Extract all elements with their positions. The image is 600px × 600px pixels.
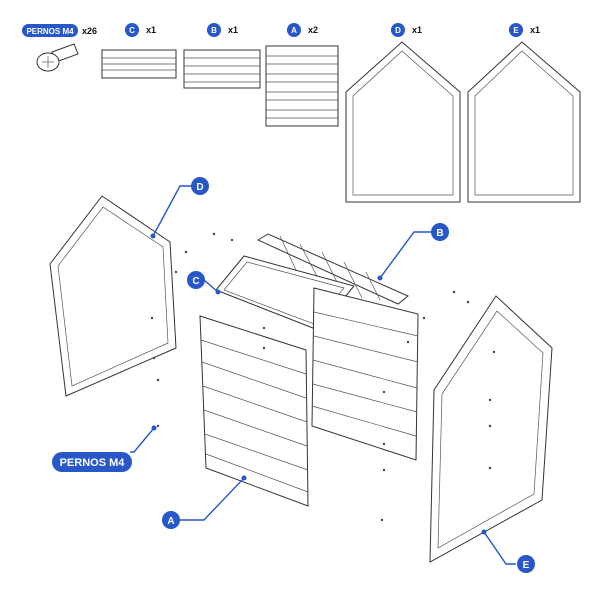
callout-a: A xyxy=(162,475,247,529)
parts-legend: PERNOS M4 x26 C x1 B x1 xyxy=(22,23,581,203)
bolts-label: PERNOS M4 xyxy=(26,27,74,36)
front-slat-panel xyxy=(199,315,309,507)
qty-a: x2 xyxy=(308,25,318,35)
qty-e: x1 xyxy=(530,25,540,35)
svg-text:C: C xyxy=(129,26,135,35)
legend-part-b: B x1 xyxy=(183,23,261,89)
callout-bolts: PERNOS M4 xyxy=(52,425,157,472)
right-house-panel xyxy=(429,295,553,563)
callouts: D B C PERNOS M4 A xyxy=(52,177,535,573)
callout-e: E xyxy=(481,529,535,573)
svg-text:A: A xyxy=(291,26,297,35)
qty-b: x1 xyxy=(228,25,238,35)
bolts-legend: PERNOS M4 x26 xyxy=(22,24,97,72)
badge-d xyxy=(391,23,405,37)
legend-part-d: D x1 xyxy=(345,23,461,203)
bolts-badge xyxy=(22,24,78,37)
legend-part-c: C x1 xyxy=(101,23,177,79)
bolt-icon xyxy=(36,43,79,72)
top-slat-panel xyxy=(256,233,409,305)
badge-c xyxy=(125,23,139,37)
left-house-panel xyxy=(49,195,177,397)
bolts-qty: x26 xyxy=(82,26,97,36)
qty-c: x1 xyxy=(146,25,156,35)
back-slat-panel xyxy=(311,287,419,461)
svg-text:D: D xyxy=(196,182,203,193)
svg-text:PERNOS M4: PERNOS M4 xyxy=(60,457,126,469)
bolt-markers xyxy=(150,232,496,522)
qty-d: x1 xyxy=(412,25,422,35)
svg-text:D: D xyxy=(395,26,401,35)
svg-text:A: A xyxy=(167,516,174,527)
svg-text:E: E xyxy=(513,26,519,35)
legend-part-e: E x1 xyxy=(467,23,581,203)
svg-text:E: E xyxy=(523,560,530,571)
callout-b: B xyxy=(377,223,449,281)
badge-e xyxy=(509,23,523,37)
svg-text:B: B xyxy=(436,228,443,239)
svg-text:B: B xyxy=(211,26,217,35)
badge-a xyxy=(287,23,301,37)
legend-part-a: A x2 xyxy=(265,23,339,127)
badge-b xyxy=(207,23,221,37)
callout-d: D xyxy=(150,177,209,239)
callout-c: C xyxy=(187,271,221,295)
exploded-assembly xyxy=(49,195,553,563)
svg-text:C: C xyxy=(192,276,199,287)
